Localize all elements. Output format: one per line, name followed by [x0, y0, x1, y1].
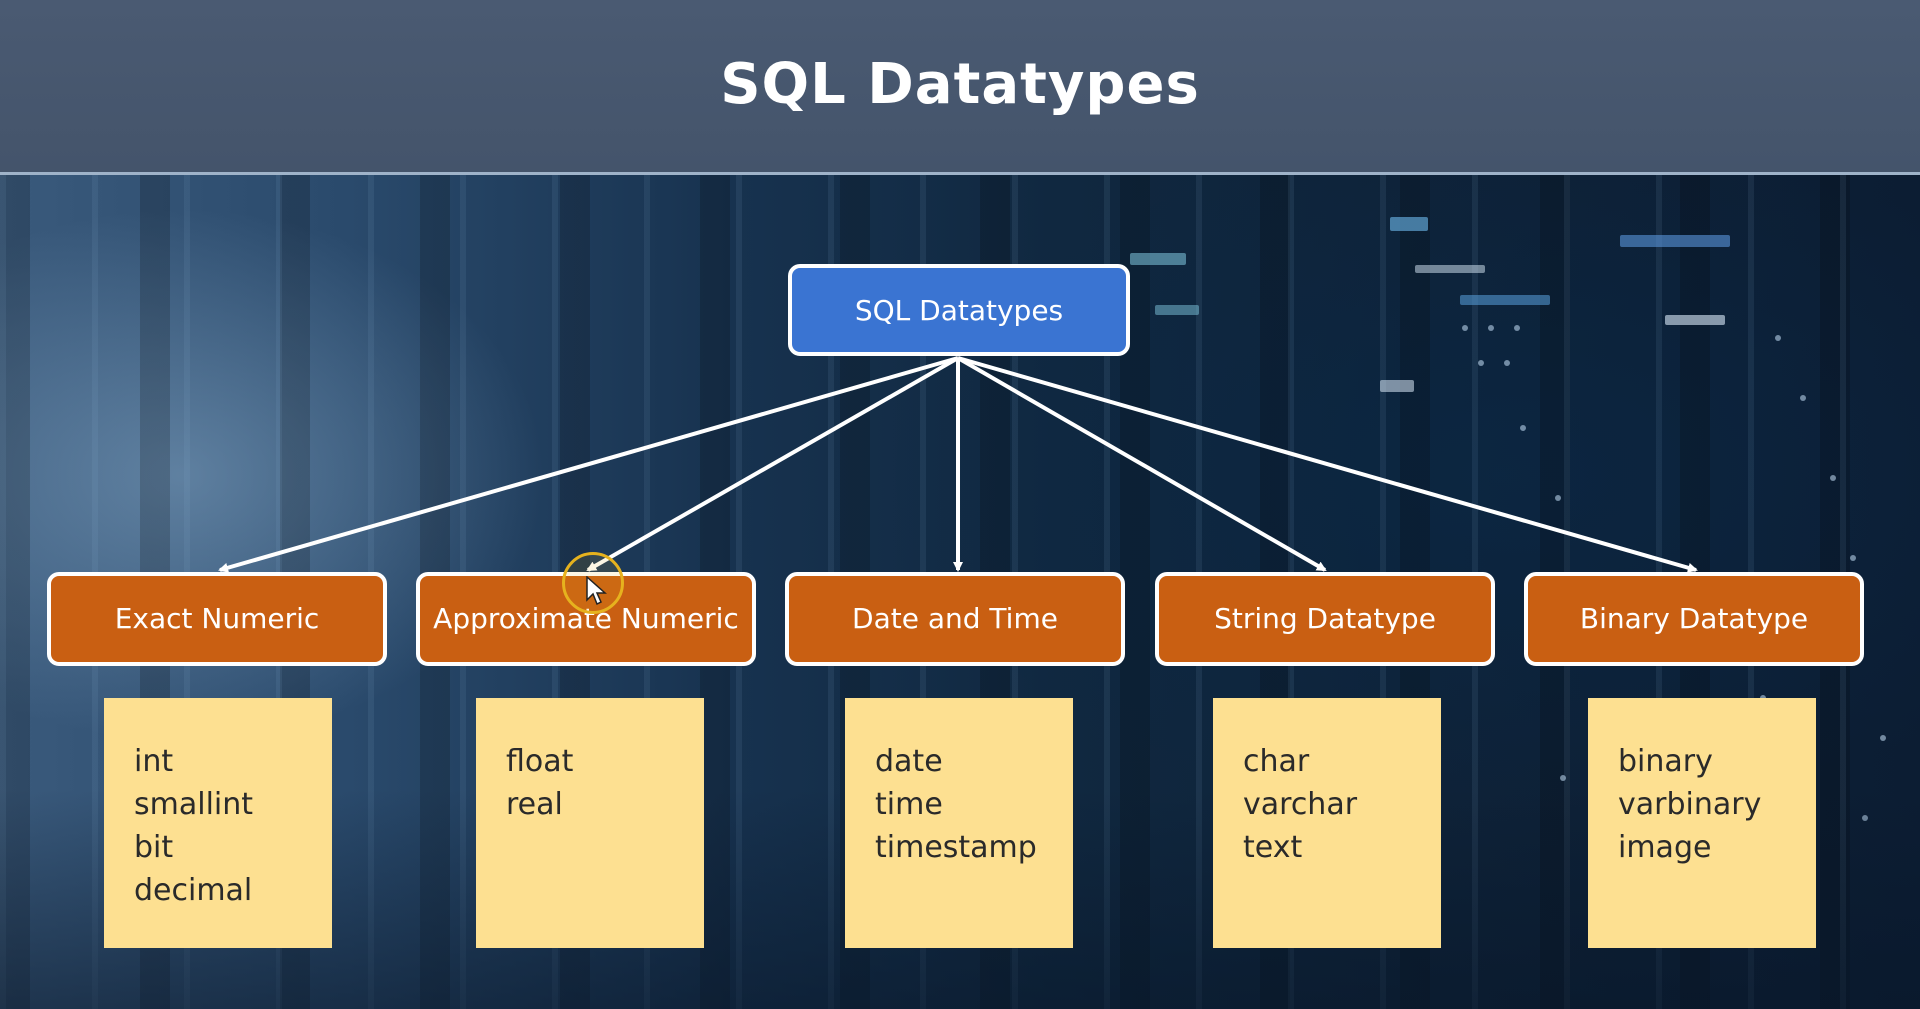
rack-light — [1415, 265, 1485, 273]
note-date-and-time: date time timestamp — [845, 698, 1073, 948]
note-approximate-numeric: float real — [476, 698, 704, 948]
type-item: date — [875, 744, 943, 779]
arrow-to-string-datatype — [956, 356, 1327, 572]
rack-led — [1555, 495, 1561, 501]
rack-light — [1390, 217, 1428, 231]
type-item: time — [875, 787, 943, 822]
type-item: varbinary — [1618, 787, 1762, 822]
rack-led — [1775, 335, 1781, 341]
arrow-to-binary-datatype — [957, 356, 1698, 573]
note-string-datatype: char varchar text — [1213, 698, 1441, 948]
type-item: text — [1243, 830, 1303, 865]
rack-light — [1460, 295, 1550, 305]
category-string-datatype: String Datatype — [1155, 572, 1495, 666]
slide-title: SQL Datatypes — [720, 51, 1200, 117]
arrow-to-approximate-numeric — [586, 356, 959, 572]
rack-led — [1850, 555, 1856, 561]
arrow-to-exact-numeric — [218, 356, 959, 573]
rack-led — [1488, 325, 1494, 331]
header-divider — [0, 172, 1920, 175]
category-approximate-numeric: Approximate Numeric — [416, 572, 756, 666]
type-item: timestamp — [875, 830, 1037, 865]
type-item: image — [1618, 830, 1712, 865]
category-exact-numeric: Exact Numeric — [47, 572, 387, 666]
type-item: smallint — [134, 787, 254, 822]
rack-led — [1478, 360, 1484, 366]
type-item: int — [134, 744, 174, 779]
category-date-and-time: Date and Time — [785, 572, 1125, 666]
type-item: real — [506, 787, 563, 822]
type-item: varchar — [1243, 787, 1358, 822]
rack-light — [1130, 253, 1186, 265]
rack-led — [1462, 325, 1468, 331]
type-item: char — [1243, 744, 1310, 779]
rack-led — [1830, 475, 1836, 481]
type-item: bit — [134, 830, 174, 865]
rack-led — [1560, 775, 1566, 781]
type-item: binary — [1618, 744, 1713, 779]
note-binary-datatype: binary varbinary image — [1588, 698, 1816, 948]
rack-light — [1665, 315, 1725, 325]
rack-led — [1514, 325, 1520, 331]
mouse-pointer-icon — [586, 576, 607, 606]
type-item: float — [506, 744, 574, 779]
category-binary-datatype: Binary Datatype — [1524, 572, 1864, 666]
rack-light — [1380, 380, 1414, 392]
rack-led — [1880, 735, 1886, 741]
rack-led — [1520, 425, 1526, 431]
rack-light — [1620, 235, 1730, 247]
type-item: decimal — [134, 873, 253, 908]
rack-light — [1155, 305, 1199, 315]
root-node: SQL Datatypes — [788, 264, 1130, 356]
slide-header: SQL Datatypes — [0, 0, 1920, 172]
note-exact-numeric: int smallint bit decimal — [104, 698, 332, 948]
rack-led — [1800, 395, 1806, 401]
rack-led — [1504, 360, 1510, 366]
